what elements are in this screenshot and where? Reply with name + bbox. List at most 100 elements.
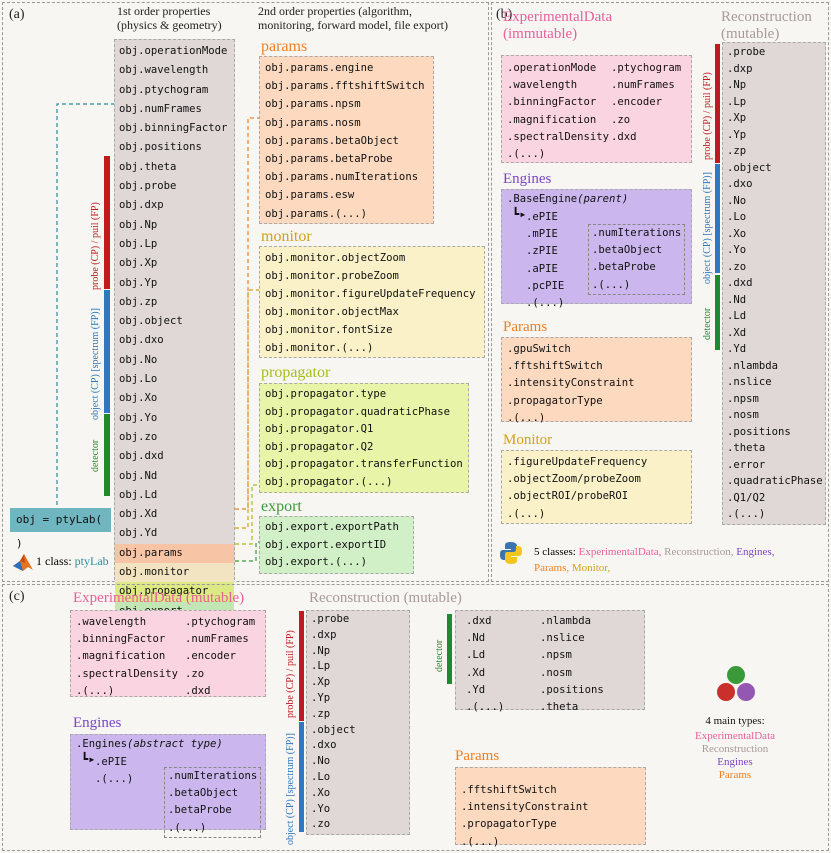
c-probe-bar (299, 611, 304, 721)
b-monitor-item: .objectZoom/probeZoom (507, 473, 641, 486)
recon-item: .probe (727, 46, 766, 58)
monitor-box: obj.monitor.objectZoom obj.monitor.probe… (259, 246, 485, 358)
b-object-side-label: object (CP) [spectrum (FP)] (702, 172, 713, 284)
param-item: obj.params.fftshiftSwitch (265, 80, 425, 93)
recon-item: .dxp (311, 628, 337, 641)
b-monitor-box: .figureUpdateFrequency .objectZoom/probe… (501, 450, 692, 524)
recon-item: .error (727, 458, 766, 471)
export-title: export (261, 498, 302, 515)
c-engine-item: .ePIE (95, 756, 127, 768)
monitor-class-row: obj.monitor (115, 563, 234, 583)
recon-item: .nslice (727, 376, 772, 388)
b-param-item: .intensityConstraint (507, 377, 635, 390)
panel-c-label: (c) (9, 589, 25, 604)
c-exp-item: .magnification (76, 650, 166, 663)
b-exp-item: .ptychogram (611, 62, 682, 74)
recon-item: .Yd (727, 343, 747, 355)
recon-item: .theta (727, 442, 766, 454)
recon-item: .dxo (727, 178, 753, 190)
b-exp-item: .encoder (611, 96, 663, 109)
param-item: obj.params.numIterations (265, 171, 419, 184)
b-exp-box: .operationMode .wavelength .binningFacto… (501, 55, 692, 163)
c-engine-base: .Engines(abstract type) (76, 738, 223, 750)
c-engine-prop: .(...) (168, 821, 207, 834)
monitor-item: obj.monitor.objectMax (265, 306, 399, 318)
b-params-box: .gpuSwitch .fftshiftSwitch .intensityCon… (501, 337, 692, 424)
b-monitor-item: .(...) (507, 507, 546, 520)
c-recon2-item: .nosm (540, 666, 572, 679)
c-inherit-arrow-icon: ┗▸ (81, 752, 96, 766)
prop-row: obj.No (119, 353, 158, 366)
propagator-item: obj.propagator.transferFunction (265, 458, 463, 470)
python-logo-icon (499, 541, 523, 565)
recon-item: .Q1/Q2 (727, 491, 766, 504)
param-item: obj.params.(...) (265, 207, 368, 220)
c-recon2-item: .npsm (540, 649, 572, 662)
prop-row: obj.numFrames (119, 102, 202, 115)
c-exp-item: .ptychogram (185, 616, 256, 628)
propagator-item: obj.propagator.type (265, 388, 387, 400)
class-note: 1 class: ptyLab (36, 554, 109, 568)
param-item: obj.params.npsm (265, 98, 361, 111)
c-engine-prop: .numIterations (168, 770, 258, 782)
c-detector-side-label: detector (434, 639, 445, 672)
b-engine-item: .zPIE (526, 245, 558, 258)
c-object-bar (299, 722, 304, 832)
b-engine-prop: .betaProbe (592, 261, 656, 274)
recon-item: .Yo (311, 802, 331, 815)
recon-item: .object (727, 161, 772, 174)
recon-item: .zo (727, 260, 747, 273)
c-recon2-item: .Ld (466, 649, 486, 662)
panel-a-label: (a) (9, 7, 25, 22)
b-engines-box: .BaseEngine(parent) ┗▸ .ePIE .mPIE .zPIE… (501, 189, 692, 309)
b-probe-side-label: probe (CP) / puil (FP) (702, 72, 713, 160)
prop-row: obj.zo (119, 430, 158, 443)
prop-row: obj.Xd (119, 508, 158, 521)
prop-row: obj.Yo (119, 411, 158, 424)
b-engine-item: .ePIE (526, 211, 558, 223)
c-param-item: .propagatorType (461, 818, 557, 831)
recon-item: .Yo (727, 244, 747, 256)
c-exp-item: .(...) (76, 684, 115, 697)
b-object-bar (715, 164, 720, 273)
inherit-arrow-icon: ┗▸ (512, 207, 527, 221)
c-engine-item: .(...) (95, 773, 134, 786)
b-exp-item: .binningFactor (507, 96, 597, 109)
probe-bar (104, 156, 110, 289)
c-recon2-item: .(...) (466, 700, 505, 713)
propagator-class-row: obj.propagator (115, 582, 234, 602)
propagator-item: obj.propagator.Q2 (265, 440, 374, 453)
c-exp-item: .spectralDensity (76, 667, 179, 680)
prop-row: obj.positions (119, 141, 202, 154)
prop-row: obj.Ld (119, 488, 158, 501)
recon-item: .zp (311, 707, 331, 720)
c-engines-box: .Engines(abstract type) ┗▸ .ePIE .(...) … (70, 734, 266, 838)
panel-a (2, 2, 489, 582)
export-item: obj.export.exportID (265, 538, 387, 551)
c-engines-title: Engines (73, 715, 122, 731)
monitor-item: obj.monitor.probeZoom (265, 270, 399, 282)
c-recon2-item: .dxd (466, 615, 492, 627)
b-exp-item: .magnification (507, 113, 597, 126)
b-probe-bar (715, 44, 720, 163)
prop-row: obj.zp (119, 295, 158, 308)
c-params-box: .fftshiftSwitch .intensityConstraint .pr… (455, 767, 646, 848)
c-exp-title: ExperimentalData (mutable) (73, 590, 245, 606)
c-recon2-box: .dxd .Nd .Ld .Xd .Yd .(...) .nlambda .ns… (455, 610, 645, 713)
prop-row: obj.wavelength (119, 64, 209, 77)
recon-item: .Lo (311, 770, 331, 783)
b-exp-item: .spectralDensity (507, 130, 610, 143)
prop-row: obj.operationMode (119, 45, 228, 57)
c-exp-item: .dxd (185, 684, 211, 697)
b-exp-item: .zo (611, 113, 631, 126)
recon-item: .zp (727, 145, 747, 157)
b-engine-item: .pcPIE (526, 279, 565, 292)
recon-item: .quadraticPhase (727, 475, 823, 487)
obj-constructor-box: obj = ptyLab( ) (10, 508, 111, 550)
logo-green-circle-icon (727, 666, 745, 684)
b-footer: 5 classes: ExperimentalData, Reconstruct… (534, 546, 775, 574)
monitor-title: monitor (261, 228, 312, 245)
c-exp-item: .wavelength (76, 616, 147, 628)
logo-red-circle-icon (717, 683, 735, 701)
panel-b-label: (b) (496, 7, 513, 22)
